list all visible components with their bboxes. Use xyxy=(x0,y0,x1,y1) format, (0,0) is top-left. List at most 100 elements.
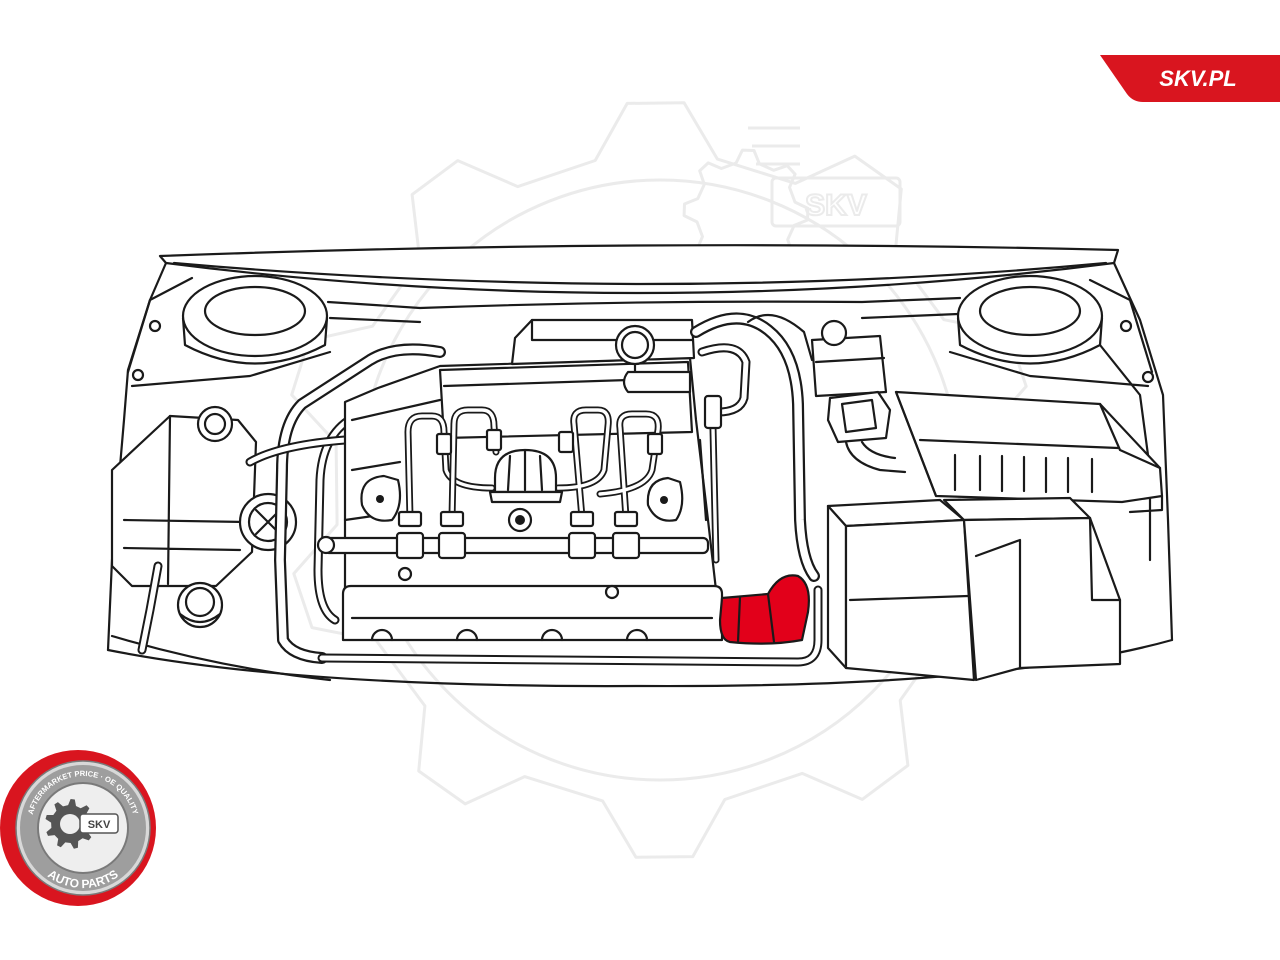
badge-skv-label-box xyxy=(79,813,119,834)
washer-reservoir-cap xyxy=(820,319,848,347)
oil-filter-housing xyxy=(238,492,298,552)
injector-body xyxy=(611,531,641,560)
strut-bolt xyxy=(1119,319,1133,333)
fuse-box xyxy=(942,496,1122,682)
line-core xyxy=(711,426,718,562)
line-core xyxy=(319,587,821,665)
washer-reservoir xyxy=(810,319,888,398)
watermark-logo-stripes xyxy=(748,126,800,166)
strut-dome-top xyxy=(956,274,1104,358)
air-filter-ribs xyxy=(953,453,1094,494)
watermark-logo-box xyxy=(770,176,902,228)
injector-nut xyxy=(613,510,639,528)
hood-lip xyxy=(158,244,1120,295)
fuel-filter-line xyxy=(709,424,720,564)
injector-pipe xyxy=(596,410,662,522)
relay-box xyxy=(826,390,907,474)
wire xyxy=(746,313,814,362)
injector-nut xyxy=(569,510,595,528)
connector-hose xyxy=(245,435,350,467)
fuel-pump-flutes xyxy=(506,449,544,492)
fuse-box-top xyxy=(942,496,1092,522)
relay-wires xyxy=(844,440,907,474)
pipe-core xyxy=(598,412,660,520)
highlighted-hose-body xyxy=(718,574,810,645)
reservoir-hose xyxy=(137,561,163,655)
injector-body xyxy=(567,531,597,560)
battery-front xyxy=(844,518,976,682)
injector-nut xyxy=(439,510,465,528)
fluid-cap-inner xyxy=(184,586,216,618)
fuse-box-detail xyxy=(974,516,1122,670)
brand-tab-label: SKV.PL xyxy=(1159,66,1236,91)
coolant-hose-large xyxy=(690,312,820,582)
pipe-bracket xyxy=(622,370,692,394)
strut-tower-left xyxy=(126,274,332,388)
pipe-core xyxy=(450,408,498,520)
strut-bolt xyxy=(131,368,145,382)
pipe-core xyxy=(556,408,610,520)
pipe-fitting xyxy=(485,428,503,452)
air-filter-edges xyxy=(894,390,1162,498)
pipe-core xyxy=(276,345,444,662)
battery-side xyxy=(826,504,848,670)
fluid-cap xyxy=(176,581,224,629)
hose-core xyxy=(692,314,818,580)
valve-cover-front xyxy=(341,584,724,642)
strut-mount-plate xyxy=(126,276,332,388)
fuel-rail-end-cap xyxy=(316,535,336,555)
hose-core xyxy=(699,345,749,415)
strut-mount-plate xyxy=(948,278,1154,388)
strut-dome-cap xyxy=(978,285,1082,337)
highlighted-hose-band xyxy=(736,592,776,644)
watermark-logo-text: SKV xyxy=(805,189,867,222)
hose-core xyxy=(315,415,355,623)
highlighted-hose xyxy=(718,574,810,645)
hose-core xyxy=(139,563,161,653)
hood-lip-inner-line xyxy=(172,261,1108,286)
brand-tab-shape xyxy=(1100,55,1280,102)
front-panel-inner-left xyxy=(110,634,332,682)
engine xyxy=(316,318,724,642)
dipstick-ring-inner xyxy=(620,330,650,360)
reservoir-body xyxy=(110,414,258,588)
fuel-filter xyxy=(703,394,723,430)
injector-pipe xyxy=(554,406,612,522)
fuel-pump xyxy=(488,448,564,504)
gear-hub xyxy=(60,814,80,834)
watermark-gear xyxy=(290,101,1030,859)
air-filter-box xyxy=(894,390,1164,514)
relay-box-detail xyxy=(840,398,878,434)
strut-tower-right xyxy=(948,274,1155,388)
hose-core xyxy=(247,437,348,465)
injector-body xyxy=(437,531,467,560)
breather-hose xyxy=(313,413,357,625)
strut-bolt xyxy=(148,319,162,333)
brand-tab: SKV.PL xyxy=(1100,55,1280,102)
intake-plenum xyxy=(510,318,696,366)
coolant-hose-loop xyxy=(697,343,751,417)
coolant-reservoir xyxy=(110,405,258,588)
head-side-detail xyxy=(343,398,708,522)
strut-bolt xyxy=(1141,370,1155,384)
reservoir-cap xyxy=(196,405,234,443)
skv-auto-parts-badge: SKV AFTERMARKET PRICE · OE QUALITY AUTO … xyxy=(0,750,156,906)
right-fender-inner xyxy=(1098,343,1152,562)
injector-nut xyxy=(397,510,423,528)
pipe-fitting xyxy=(646,432,664,456)
valve-cover-bolt-holes xyxy=(370,628,649,642)
strut-dome-cap xyxy=(203,285,307,337)
battery-detail xyxy=(848,594,970,602)
fuel-rail xyxy=(322,536,710,555)
pipe-fitting xyxy=(557,430,575,454)
oil-filter-inner xyxy=(247,501,289,543)
injector-pipe xyxy=(448,406,500,522)
watermark-logo: SKV xyxy=(682,126,902,276)
pipe-fitting xyxy=(435,432,453,456)
fuel-pump-base xyxy=(488,490,564,504)
injector-body xyxy=(395,531,425,560)
pipe-core xyxy=(406,414,494,520)
washer-reservoir-line xyxy=(814,356,886,364)
reservoir-cap-inner xyxy=(203,412,227,436)
